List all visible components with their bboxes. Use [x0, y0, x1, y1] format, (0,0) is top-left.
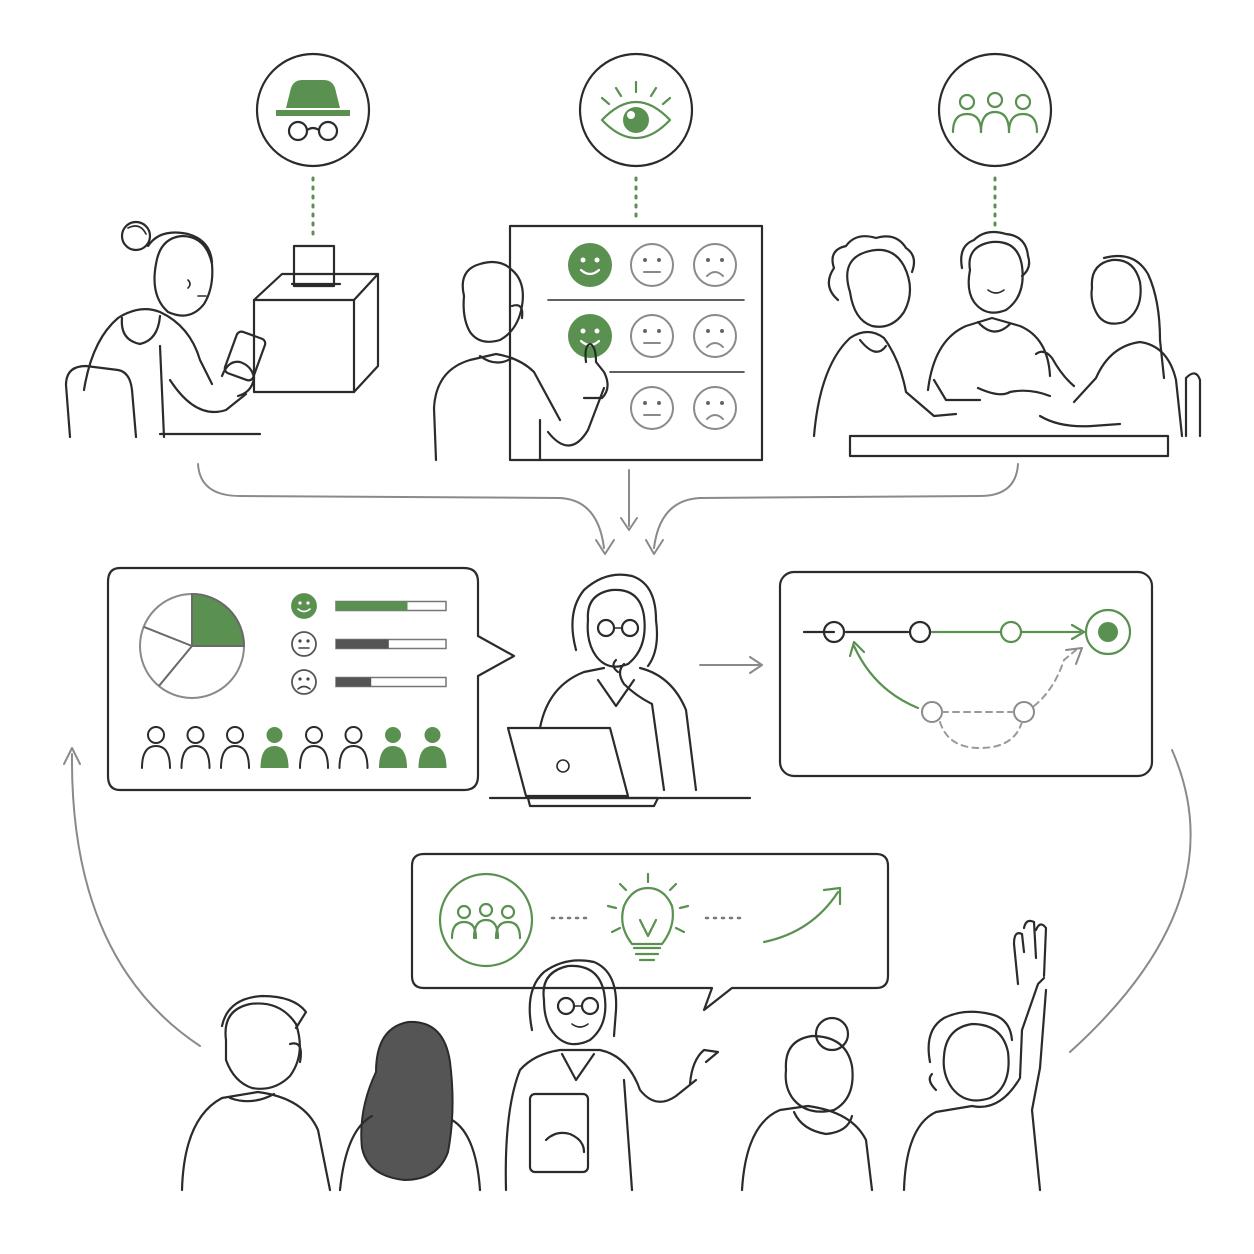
people-row	[141, 726, 447, 769]
sad-face-icon	[693, 314, 737, 358]
sad-face-icon	[693, 386, 737, 430]
neutral-face-icon	[630, 243, 674, 287]
anonymous-icon-circle	[255, 52, 371, 168]
lightbulb-icon	[606, 872, 690, 962]
sentiment-row	[291, 669, 447, 695]
sentiment-bar-fill	[336, 639, 389, 649]
person-icon	[220, 726, 250, 769]
survey-board	[508, 224, 764, 462]
sentiment-bars	[291, 593, 447, 695]
person-icon	[180, 726, 211, 769]
group-people-icon	[438, 872, 534, 968]
results-panel	[106, 566, 516, 792]
pie-slice-highlight	[191, 592, 246, 647]
sentiment-row	[291, 593, 447, 619]
incognito-hat-glasses-icon	[276, 80, 350, 142]
pie-chart	[139, 592, 246, 699]
happy-face-selected-icon	[568, 243, 612, 287]
loop-arrow-right	[1069, 749, 1192, 1053]
audience-scene	[180, 919, 1048, 1192]
happy-face-selected-icon	[568, 314, 612, 358]
happy-face-icon	[291, 593, 317, 619]
person-icon	[299, 726, 329, 769]
analyst-scene	[488, 573, 752, 808]
neutral-face-icon	[291, 631, 317, 657]
pie-slice-divider	[143, 625, 193, 647]
sentiment-row	[291, 631, 447, 657]
sentiment-bar-fill	[336, 601, 408, 611]
table	[848, 434, 1170, 458]
group-icon-circle-top	[937, 52, 1053, 168]
person-icon	[338, 726, 369, 769]
converging-arrows	[197, 463, 1019, 555]
survey-board-scene	[432, 224, 764, 462]
path-panel	[778, 570, 1154, 778]
person-highlighted-icon	[379, 727, 407, 768]
sad-face-icon	[693, 243, 737, 287]
sad-face-icon	[291, 669, 317, 695]
survey-row-3	[630, 386, 737, 430]
upward-trend-arrow-icon	[762, 886, 842, 944]
survey-row-2	[568, 314, 737, 358]
survey-row-1	[568, 243, 737, 287]
group-discussion-scene	[812, 230, 1202, 458]
person-highlighted-icon	[260, 727, 289, 768]
pie-slice-divider	[158, 645, 193, 687]
loop-arrow-left	[70, 753, 201, 1047]
eye-icon	[600, 80, 672, 140]
anonymous-voter-scene	[64, 220, 380, 439]
observation-icon-circle	[578, 52, 694, 168]
sentiment-bar-fill	[336, 677, 372, 687]
neutral-face-icon	[630, 314, 674, 358]
neutral-face-icon	[630, 386, 674, 430]
group-people-icon	[951, 91, 1039, 134]
person-icon	[141, 726, 171, 769]
person-highlighted-icon	[418, 727, 447, 768]
idea-bubble	[410, 852, 890, 1012]
